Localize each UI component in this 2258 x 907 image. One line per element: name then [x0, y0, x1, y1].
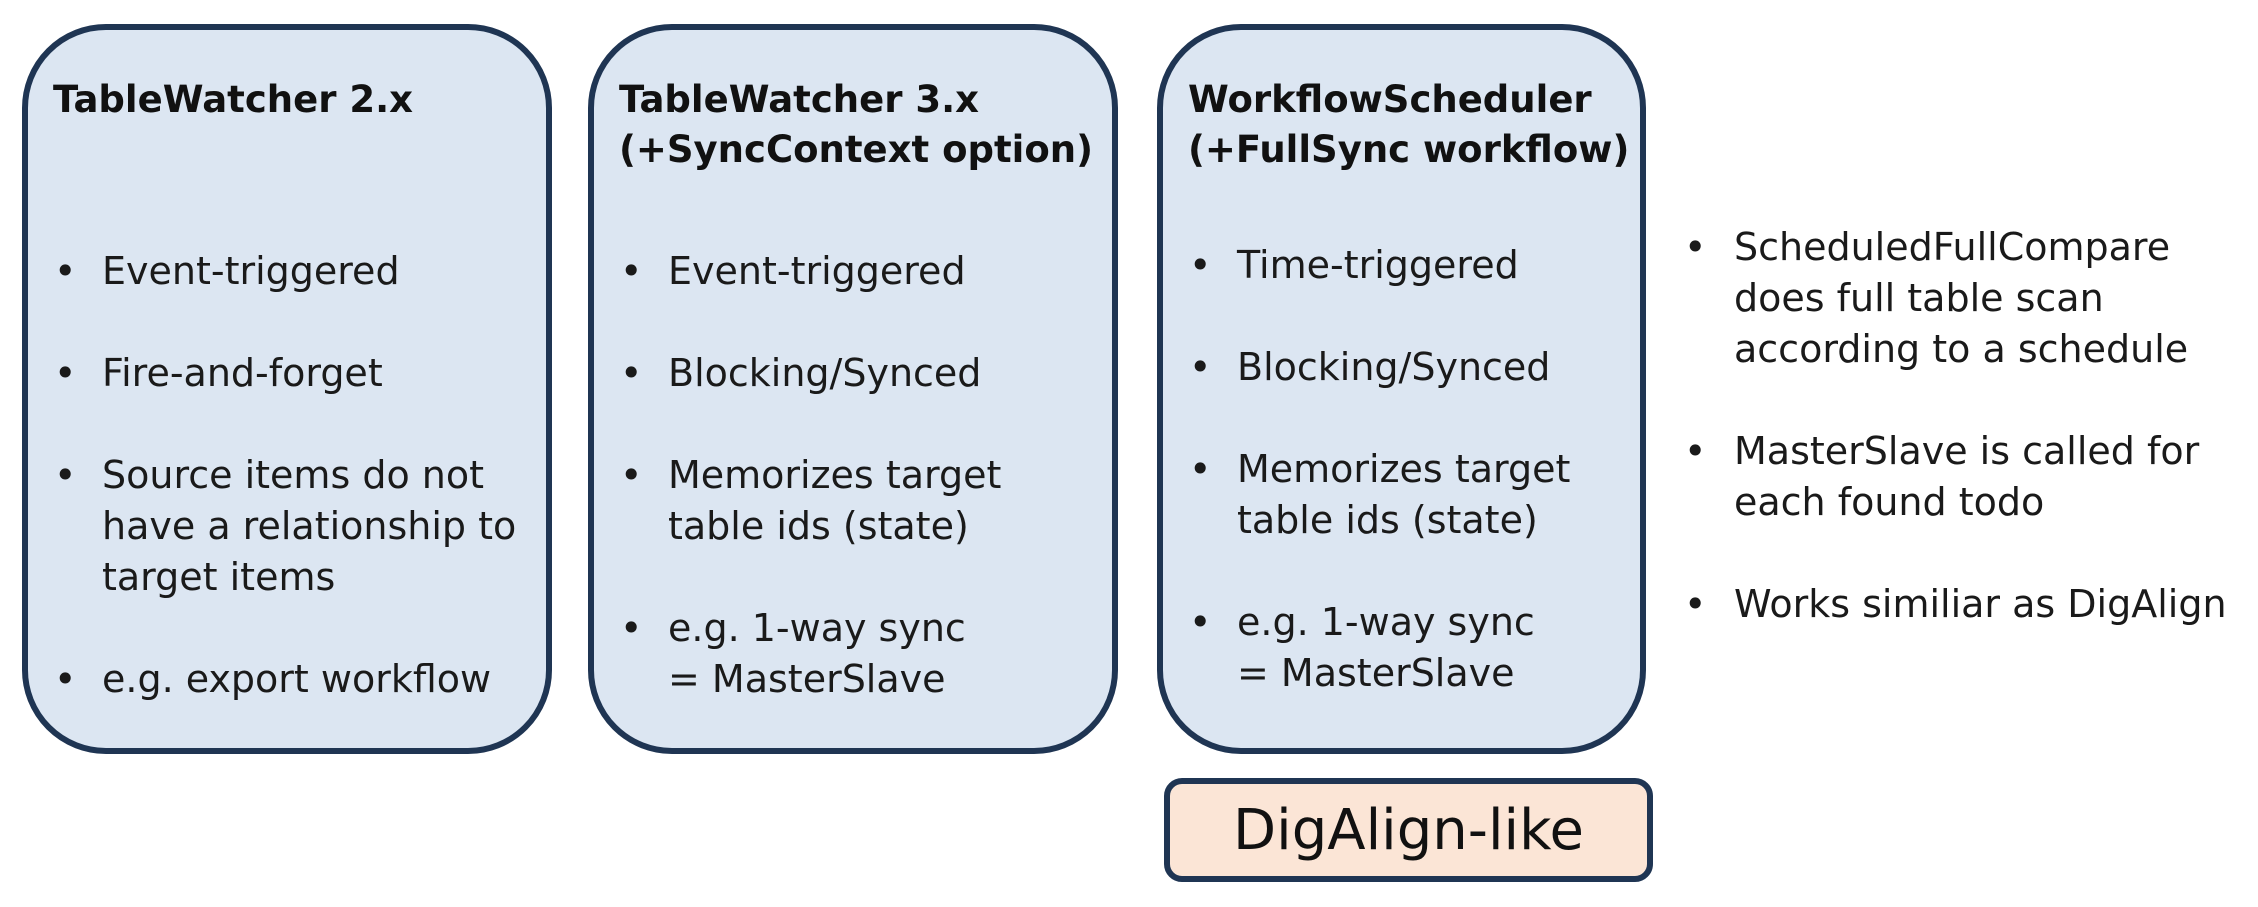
bullet-item: • Fire-and-forget: [28, 348, 546, 399]
bullet-icon: •: [1189, 447, 1212, 491]
bullet-item: • Memorizes target table ids (state): [1163, 444, 1640, 546]
bullet-list: • Time-triggered • Blocking/Synced • Mem…: [1163, 240, 1640, 750]
bullet-icon: •: [620, 453, 643, 497]
side-note-text: Works similiar as DigAlign: [1734, 582, 2227, 626]
bullet-item: • Blocking/Synced: [1163, 342, 1640, 393]
bullet-item: • Source items do not have a relationshi…: [28, 450, 546, 603]
bullet-item: • Memorizes target table ids (state): [594, 450, 1112, 552]
bullet-icon: •: [1189, 243, 1212, 287]
bullet-text: have a relationship to: [102, 504, 517, 548]
bullet-item: • Blocking/Synced: [594, 348, 1112, 399]
bullet-item: • e.g. 1-way sync = MasterSlave: [1163, 597, 1640, 699]
bullet-list: • Event-triggered • Blocking/Synced • Me…: [594, 246, 1112, 756]
bullet-icon: •: [1684, 429, 1707, 473]
panel-workflowscheduler: WorkflowScheduler (+FullSync workflow) •…: [1157, 24, 1646, 754]
bullet-icon: •: [620, 606, 643, 650]
side-note-item: • MasterSlave is called for each found t…: [1670, 426, 2250, 528]
panel-title-line: TableWatcher 2.x: [53, 78, 414, 121]
bullet-text: = MasterSlave: [1237, 651, 1515, 695]
bullet-item: • Time-triggered: [1163, 240, 1640, 291]
bullet-icon: •: [1189, 600, 1212, 644]
bullet-item: • e.g. export workflow: [28, 654, 546, 705]
bullet-icon: •: [1684, 582, 1707, 626]
bullet-text: Event-triggered: [668, 249, 966, 293]
bullet-text: Source items do not: [102, 453, 485, 497]
bullet-item: • Event-triggered: [594, 246, 1112, 297]
bullet-icon: •: [1189, 345, 1212, 389]
side-note-item: • ScheduledFullCompare does full table s…: [1670, 222, 2250, 375]
bullet-icon: •: [54, 453, 77, 497]
bullet-icon: •: [54, 657, 77, 701]
panel-tablewatcher-2x: TableWatcher 2.x • Event-triggered • Fir…: [22, 24, 552, 754]
bullet-item: • e.g. 1-way sync = MasterSlave: [594, 603, 1112, 705]
bullet-text: Memorizes target: [668, 453, 1002, 497]
bullet-text: Time-triggered: [1237, 243, 1519, 287]
bullet-text: Fire-and-forget: [102, 351, 383, 395]
side-notes-list: • ScheduledFullCompare does full table s…: [1670, 222, 2250, 630]
panel-title: TableWatcher 3.x (+SyncContext option): [619, 75, 1102, 175]
side-note-text: ScheduledFullCompare: [1734, 225, 2171, 269]
panel-title-line: (+FullSync workflow): [1188, 128, 1630, 171]
bullet-icon: •: [1684, 225, 1707, 269]
bullet-text: Blocking/Synced: [668, 351, 982, 395]
bullet-item: • Event-triggered: [28, 246, 546, 297]
panel-title: TableWatcher 2.x: [53, 75, 536, 125]
panel-tablewatcher-3x: TableWatcher 3.x (+SyncContext option) •…: [588, 24, 1118, 754]
bullet-text: table ids (state): [1237, 498, 1538, 542]
bullet-text: Blocking/Synced: [1237, 345, 1551, 389]
bullet-text: = MasterSlave: [668, 657, 946, 701]
panel-title-line: (+SyncContext option): [619, 128, 1094, 171]
bullet-text: table ids (state): [668, 504, 969, 548]
side-note-text: each found todo: [1734, 480, 2045, 524]
panel-title-line: TableWatcher 3.x: [619, 78, 980, 121]
side-note-text: according to a schedule: [1734, 327, 2189, 371]
bullet-text: target items: [102, 555, 336, 599]
side-notes: • ScheduledFullCompare does full table s…: [1670, 222, 2250, 681]
bullet-text: Memorizes target: [1237, 447, 1571, 491]
bullet-list: • Event-triggered • Fire-and-forget • So…: [28, 246, 546, 756]
bullet-text: e.g. 1-way sync: [668, 606, 966, 650]
side-note-text: does full table scan: [1734, 276, 2104, 320]
bullet-icon: •: [54, 249, 77, 293]
side-note-text: MasterSlave is called for: [1734, 429, 2200, 473]
bullet-icon: •: [620, 249, 643, 293]
panel-title-line: WorkflowScheduler: [1188, 78, 1592, 121]
bullet-text: e.g. export workflow: [102, 657, 492, 701]
bullet-text: Event-triggered: [102, 249, 400, 293]
side-note-item: • Works similiar as DigAlign: [1670, 579, 2250, 630]
panel-title: WorkflowScheduler (+FullSync workflow): [1188, 75, 1630, 175]
digalign-badge: DigAlign-like: [1164, 778, 1653, 882]
bullet-icon: •: [54, 351, 77, 395]
bullet-icon: •: [620, 351, 643, 395]
bullet-text: e.g. 1-way sync: [1237, 600, 1535, 644]
